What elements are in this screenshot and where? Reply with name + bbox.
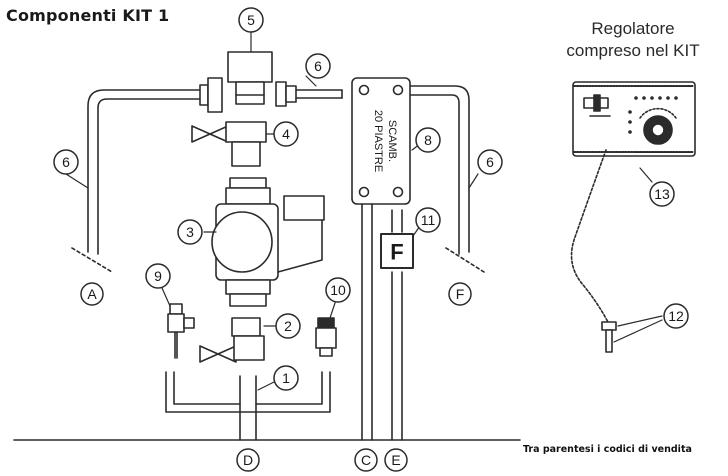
callout-leaders <box>65 31 663 391</box>
connection-e-label: E <box>391 452 400 468</box>
callout-6-left: 6 <box>53 149 79 175</box>
connection-e: E <box>384 448 408 472</box>
connection-a: A <box>80 282 104 306</box>
callout-8-label: 8 <box>424 132 432 148</box>
callout-6-top: 6 <box>305 53 331 79</box>
callout-8: 8 <box>415 127 441 153</box>
connection-d-label: D <box>243 452 253 468</box>
callout-12-label: 12 <box>668 308 684 324</box>
callout-3: 3 <box>177 219 203 245</box>
exchanger-label-line-2: 20 PIASTRE <box>372 110 384 172</box>
connection-f: F <box>448 282 472 306</box>
left-pipe-fitting <box>199 77 223 113</box>
footer-note: Tra parentesi i codici di vendita <box>523 444 692 455</box>
temperature-probe <box>601 321 617 353</box>
regulator-caption-line-1: Regolatore <box>591 19 675 38</box>
flow-switch-letter: F <box>390 240 403 265</box>
callout-4-label: 4 <box>282 126 290 142</box>
callout-11-label: 11 <box>421 212 436 228</box>
exchanger-label: SCAMB. 20 PIASTRE <box>372 110 398 172</box>
callout-2-label: 2 <box>284 318 292 334</box>
connection-c-label: C <box>361 452 371 468</box>
right-pipe-break <box>445 247 485 273</box>
regulator-caption: Regolatore compreso nel KIT <box>548 18 718 62</box>
exchanger-outlet-pipes <box>361 203 403 441</box>
callout-6-right-label: 6 <box>486 154 494 170</box>
regulator-leds <box>628 96 678 134</box>
page-title: Componenti KIT 1 <box>6 6 170 25</box>
callout-6-top-label: 6 <box>314 58 322 74</box>
circulation-pump <box>211 177 325 307</box>
callout-13-label: 13 <box>654 186 670 202</box>
callout-1-label: 1 <box>282 370 290 386</box>
right-pipe-outer <box>409 85 470 253</box>
left-pipe-break <box>71 247 113 273</box>
lower-ball-valve <box>199 317 265 363</box>
callout-4: 4 <box>273 121 299 147</box>
callout-3-label: 3 <box>186 224 194 240</box>
safety-valve <box>167 303 195 359</box>
callout-6-left-label: 6 <box>62 154 70 170</box>
drain-valve <box>315 317 337 357</box>
left-pipe-outer <box>87 89 201 253</box>
regulator-caption-line-2: compreso nel KIT <box>566 41 700 60</box>
connection-c: C <box>354 448 378 472</box>
connection-d: D <box>236 448 260 472</box>
callout-2: 2 <box>275 313 301 339</box>
callout-10-label: 10 <box>330 282 346 298</box>
actuator-head <box>227 51 273 105</box>
upper-ball-valve <box>191 121 267 167</box>
short-pipe-fitting <box>275 81 343 107</box>
left-pipe-inner <box>97 98 201 255</box>
probe-cable <box>570 149 611 327</box>
callout-6-right: 6 <box>477 149 503 175</box>
exchanger-label-line-1: SCAMB. <box>386 120 398 162</box>
connection-a-label: A <box>87 286 97 302</box>
callout-11: 11 <box>415 207 441 233</box>
callout-13: 13 <box>649 181 675 207</box>
plate-exchanger <box>351 77 411 205</box>
right-pipe-inner <box>409 94 460 255</box>
connection-f-label: F <box>456 286 465 302</box>
callout-1: 1 <box>273 365 299 391</box>
callout-9: 9 <box>145 263 171 289</box>
regulator-unit <box>572 81 696 157</box>
flow-switch-box <box>380 233 414 269</box>
callout-5-label: 5 <box>247 12 255 28</box>
callout-5: 5 <box>238 7 264 33</box>
callout-12: 12 <box>663 303 689 329</box>
callout-9-label: 9 <box>154 268 162 284</box>
callout-10: 10 <box>325 277 351 303</box>
lower-manifold <box>165 371 331 441</box>
